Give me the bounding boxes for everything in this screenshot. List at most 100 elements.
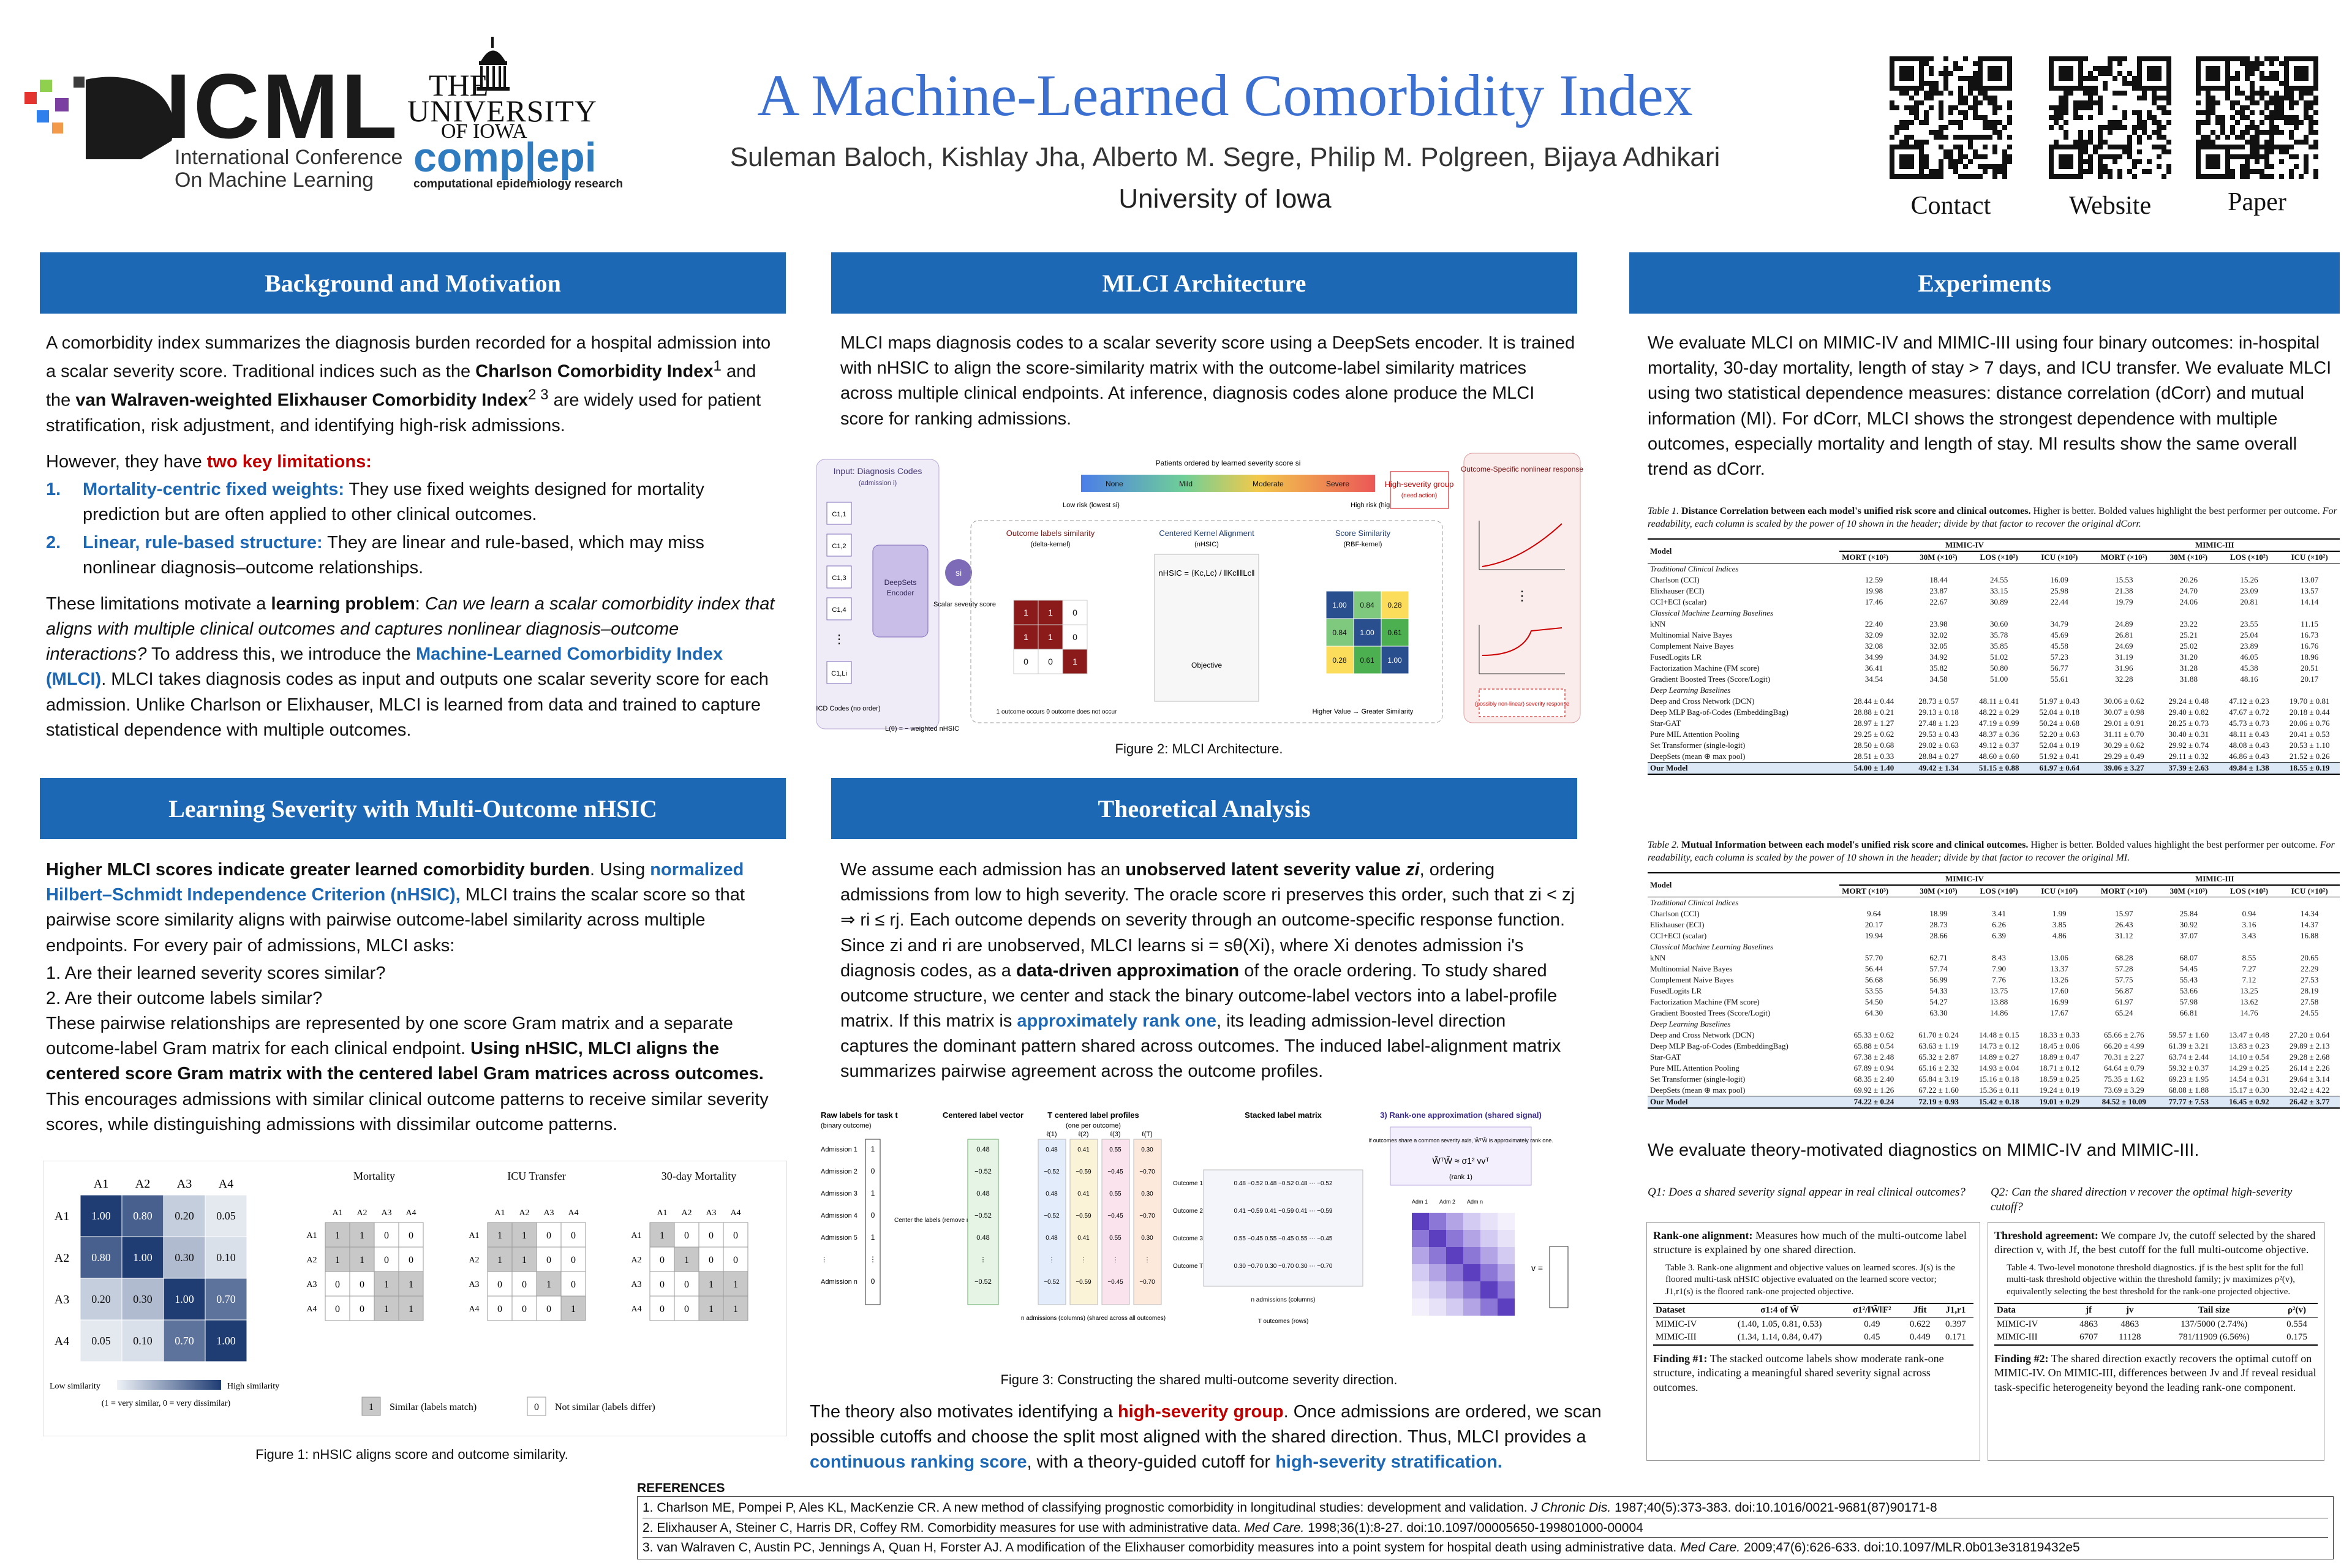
qr-contact-icon[interactable] [1890,56,2012,179]
qr-website-icon[interactable] [2049,56,2171,179]
qr-module [2113,76,2117,81]
fig3-adm-label: Admission 1 [821,1146,858,1153]
table-cell: 62.71 [1929,952,1948,962]
fig2-code-dots: ⋮ [833,633,845,646]
qr-module [1948,149,1953,154]
table-cell: 14.14 [2301,597,2319,606]
fig2-score-value: 0.28 [1332,656,1347,665]
fig3-col-value: 0.30 [1141,1147,1153,1153]
qr-module [2049,105,2054,110]
table-cell: 32.02 [1929,630,1948,639]
table-cell: 18.71 ± 0.12 [2039,1063,2080,1072]
fig1-label-value: 1 [709,1304,714,1314]
fig1-score-value: 0.80 [133,1210,153,1222]
icml-logo-mark [18,74,178,159]
table-cell: 57.74 [1929,963,1948,973]
qr-module [2230,145,2235,149]
qr-module [2117,169,2122,174]
qr-module [1963,100,1968,105]
qr-module [2166,140,2171,145]
q1-title: Q1: Does a shared severity signal appear… [1648,1186,1966,1199]
fig1-label-cell [536,1295,562,1321]
table-cell: 15.53 [2115,575,2133,584]
qr-module [1953,120,1958,125]
qr-module [2157,125,2162,130]
fig1-label-cell [560,1222,586,1248]
qr-module [1958,125,1963,130]
qr-module [1963,96,1968,100]
qr-module [1914,91,1919,96]
qr-paper-icon[interactable] [2196,56,2318,179]
qr-module [1909,110,1914,115]
qr-module [2083,86,2088,91]
table-cell: 67.22 ± 1.60 [1918,1085,1959,1095]
fig3-stack-row: 0.55 −0.45 0.55 −0.45 0.55 ⋯ −0.45 [1234,1235,1333,1242]
fig2-score-value: 0.61 [1360,656,1374,665]
fig1-label-cell [674,1246,699,1272]
table-cell: 26.81 [2115,630,2133,639]
qr-module [2113,154,2117,159]
fig1-legend-value-0: 0 [534,1402,539,1412]
qr-module [2007,120,2012,125]
learning-body: Higher MLCI scores indicate greater lear… [46,858,781,1148]
q2-title: Q2: Can the shared direction v recover t… [1991,1186,2293,1213]
table-cell: 16.76 [2301,641,2319,650]
qr-module [2289,130,2294,135]
qr-module [1963,164,1968,169]
table-cell: 65.66 ± 2.76 [2104,1030,2144,1039]
fig2-outcome-cell [1062,624,1088,650]
qr-module [2166,96,2171,100]
col-header: 30M (×10²) [2158,550,2219,564]
table-cell: 72.19 ± 0.93 [1908,1095,1969,1109]
table-cell: 14.37 [2301,919,2319,929]
qr-module [2132,130,2137,135]
qr-module [1992,145,1997,149]
table-cell: 20.06 ± 0.76 [2289,718,2330,728]
qr-module [2269,100,2274,105]
qr-module [1929,66,1934,71]
fig3-col-header: ℓ(3) [1110,1131,1121,1138]
table-cell: 51.92 ± 0.41 [2039,751,2080,761]
qr-module [2088,71,2093,76]
fig2-score-value: 0.61 [1387,628,1402,637]
fig1-label-value: 0 [360,1304,364,1314]
fig1-panel-col: A4 [730,1208,741,1218]
fig1-label-value: 1 [522,1255,527,1265]
fig1-label-value: 1 [360,1231,364,1241]
fig2-legend: 1 outcome occurs 0 outcome does not occu… [997,709,1117,715]
fig1-label-value: 1 [733,1304,738,1314]
qr-module [2117,91,2122,96]
qr-module [2264,140,2269,145]
qr-module [1939,100,1943,105]
qr-module [2201,140,2206,145]
qr-module [2309,115,2313,120]
fig3-heat-cell [1412,1264,1429,1281]
col-header: LOS (×10²) [1969,550,2029,564]
qr-module [2313,169,2318,174]
qr-module [2083,76,2088,81]
qr-module [2002,174,2007,179]
qr-finder-core [1988,66,2002,81]
qr-module [2279,115,2284,120]
qr-module [1973,174,1978,179]
fig3-col-value: 0.30 [1141,1191,1153,1197]
fig3-y-bracket [865,1139,881,1305]
figure-1-caption: Figure 1: nHSIC aligns score and outcome… [255,1447,568,1462]
diagnostic-box-1: Rank-one alignment: Measures how much of… [1646,1222,1980,1461]
table-cell: 23.22 [2179,619,2198,628]
qr-module [2230,174,2235,179]
table-cell: Complement Naive Bayes [1650,974,1734,984]
qr-module [2250,100,2255,105]
fig3-stacked-title: Stacked label matrix [1245,1110,1322,1120]
figure-3-svg: Raw labels for task t(binary outcome)Adm… [821,1110,1569,1325]
qr-module [2255,159,2260,164]
qr-module [1958,159,1963,164]
fig3-heat-cell [1498,1264,1515,1281]
fig1-label-cell [398,1271,424,1297]
table-cell: 35.85 [1990,641,2008,650]
table-cell: 54.33 [1929,986,1948,995]
qr-module [2002,149,2007,154]
